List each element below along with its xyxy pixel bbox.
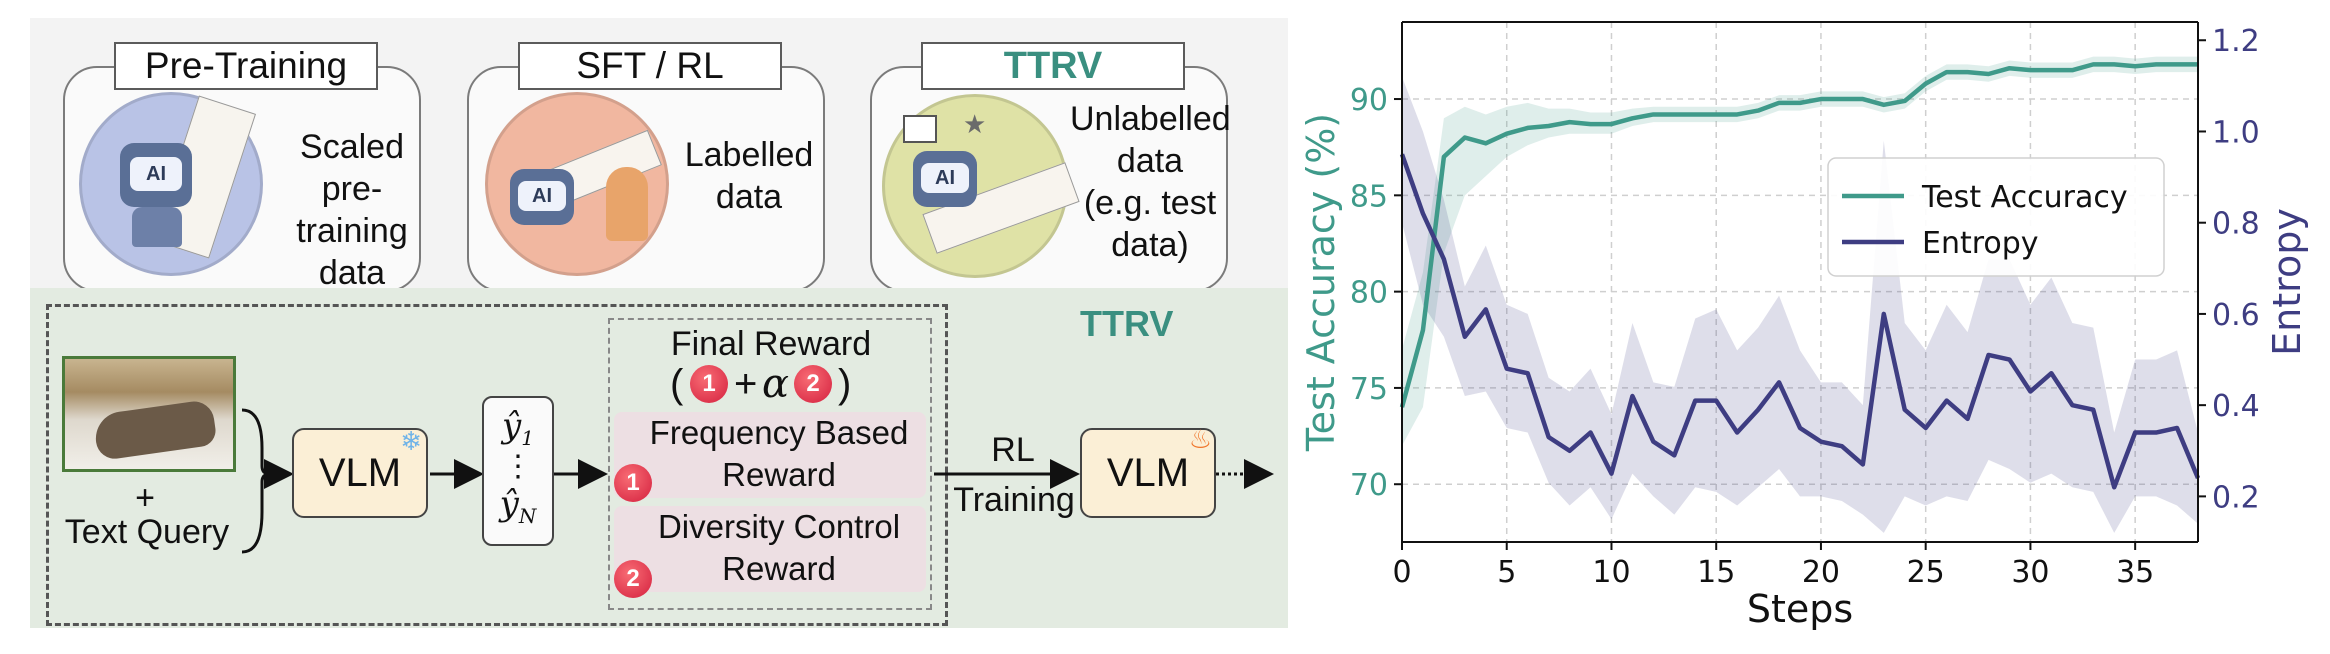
x-tick-label: 0 — [1392, 555, 1411, 590]
card-text-line: pre- — [321, 170, 383, 208]
diversity-reward-badge: 2 — [614, 560, 652, 598]
robot-icon: AI — [120, 143, 192, 207]
pretraining-illustration: AI — [79, 92, 263, 276]
y-left-tick-label: 85 — [1350, 179, 1388, 214]
pretraining-card: AI Scaled pre- training data — [63, 66, 421, 292]
y-right-tick-label: 1.2 — [2212, 24, 2260, 59]
sampled-outputs-box: ŷ1 ⋮ ŷN — [482, 396, 554, 546]
entropy-line — [1399, 153, 2201, 490]
training-paradigms-panel: AI Scaled pre- training data Pre-Trainin… — [30, 18, 1288, 292]
card-text-line: Unlabelled — [1070, 100, 1231, 138]
y-left-tick-label: 70 — [1350, 468, 1388, 503]
pipeline-title: TTRV — [1080, 303, 1174, 344]
pretraining-title: Pre-Training — [114, 42, 378, 90]
ttrv-illustration: AI ★ — [882, 94, 1080, 278]
y-left-tick-label: 90 — [1350, 83, 1388, 118]
card-text-line: Labelled — [684, 136, 814, 174]
accuracy-entropy-chart: 0 5 10 15 20 25 30 35 70 75 80 85 90 0.2 0.4 0.6 0.8 1.0 1… — [1299, 21, 2309, 631]
diversity-reward-line1: Diversity Control — [657, 508, 901, 545]
x-tick-label: 30 — [2011, 555, 2049, 590]
reward-dashed-frame — [608, 318, 932, 610]
input-brace — [241, 408, 271, 554]
output-last: ŷN — [499, 483, 537, 528]
pipeline-connectors — [241, 408, 1274, 554]
diversity-reward-line2: Reward — [722, 550, 836, 587]
card-text-line: Scaled — [300, 128, 404, 166]
diversity-reward-box: Diversity Control Reward — [614, 506, 926, 592]
frequency-reward-line2: Reward — [722, 456, 836, 493]
vlm-trained-box: VLM ♨ — [1080, 424, 1216, 518]
formula-alpha: α — [762, 361, 790, 407]
formula-plus: + — [734, 362, 758, 406]
formula-badge-2: 2 — [794, 365, 832, 403]
y-left-axis-label: Test Accuracy (%) — [1299, 113, 1343, 452]
image-icon — [903, 115, 937, 143]
vlm-frozen-box: VLM ❄ — [292, 426, 428, 518]
formula-close-paren: ) — [838, 362, 852, 406]
output-ellipsis: ⋮ — [503, 448, 533, 484]
y-right-tick-label: 0.8 — [2212, 207, 2260, 242]
x-tick-label: 5 — [1497, 555, 1516, 590]
entropy-confidence-band — [1402, 76, 2198, 533]
formula-open-paren: ( — [670, 362, 684, 406]
star-icon: ★ — [963, 109, 987, 139]
pipeline-dashed-frame — [46, 304, 948, 626]
card-text-line: (e.g. test — [1083, 184, 1217, 222]
y-left-tick-label: 75 — [1350, 372, 1388, 407]
x-tick-label: 25 — [1907, 555, 1945, 590]
x-tick-label: 20 — [1802, 555, 1840, 590]
ttrv-card: AI ★ Unlabelled data (e.g. test data) — [870, 66, 1231, 292]
y-right-tick-label: 1.0 — [2212, 115, 2260, 150]
ttrv-card-title: TTRV — [921, 42, 1185, 90]
sft-rl-card: AI Labelled data — [467, 66, 825, 292]
card-text-line: data) — [1111, 226, 1189, 264]
x-tick-label: 10 — [1592, 555, 1630, 590]
input-image — [62, 356, 236, 472]
card-text-line: training — [296, 212, 408, 250]
person-icon — [606, 167, 648, 241]
training-label: Training — [953, 481, 1075, 519]
vlm-label: VLM — [318, 451, 402, 495]
y-right-axis-label: Entropy — [2265, 208, 2309, 356]
rl-label: RL — [991, 431, 1035, 469]
sft-illustration: AI — [485, 92, 669, 276]
accuracy-line — [1399, 62, 2198, 408]
card-text-line: data — [715, 178, 783, 216]
y-left-tick-label: 80 — [1350, 276, 1388, 311]
sft-rl-title: SFT / RL — [518, 42, 782, 90]
x-tick-label: 35 — [2116, 555, 2154, 590]
snowflake-icon: ❄ — [400, 426, 422, 456]
y-right-tick-label: 0.6 — [2212, 298, 2260, 333]
x-tick-label: 15 — [1697, 555, 1735, 590]
final-reward-title: Final Reward — [670, 325, 872, 363]
formula-badge-1: 1 — [690, 365, 728, 403]
y-right-tick-label: 0.4 — [2212, 389, 2260, 424]
legend-label: Test Accuracy — [1921, 180, 2128, 215]
vlm-label: VLM — [1106, 451, 1190, 495]
final-reward-formula: ( 1 + α 2 ) — [670, 362, 880, 406]
legend-label: Entropy — [1922, 226, 2039, 261]
frequency-reward-badge: 1 — [614, 464, 652, 502]
legend-box — [1827, 157, 2165, 277]
text-query-label: Text Query — [64, 513, 230, 551]
robot-body-icon — [132, 207, 182, 247]
card-text-line: data — [318, 254, 386, 292]
output-first: ŷ1 — [502, 406, 534, 450]
robot-icon: AI — [510, 169, 574, 225]
ttrv-pipeline-panel: TTRV + Text Query VLM ❄ ŷ1 ⋮ ŷN Final Re… — [30, 288, 1288, 628]
y-right-tick-label: 0.2 — [2212, 480, 2260, 515]
x-axis-label: Steps — [1747, 587, 1853, 631]
card-text-line: data — [1116, 142, 1184, 180]
frequency-reward-box: Frequency Based Reward — [614, 412, 926, 498]
frequency-reward-line1: Frequency Based — [649, 414, 909, 451]
robot-icon: AI — [913, 151, 977, 207]
plus-sign: + — [135, 479, 155, 517]
flame-icon: ♨ — [1188, 424, 1212, 454]
